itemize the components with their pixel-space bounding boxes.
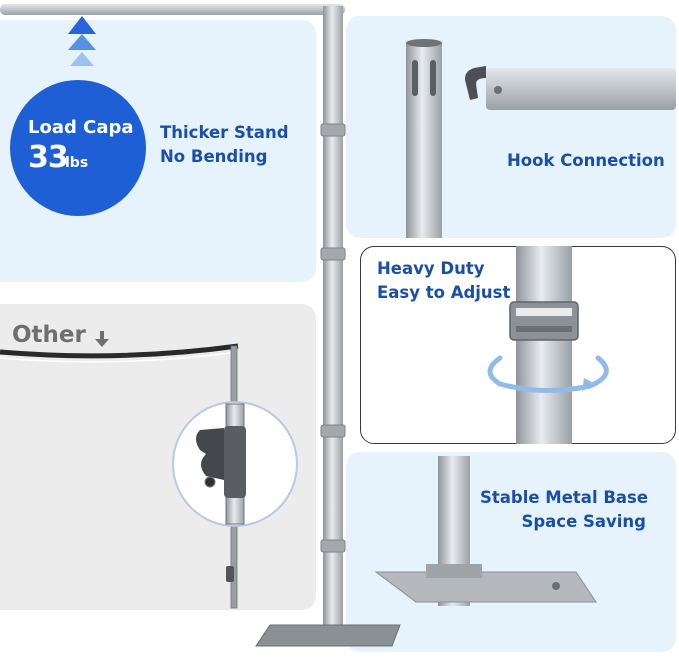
load-capacity-value: 33 bbox=[28, 140, 69, 175]
heavy-duty-line-2: Easy to Adjust bbox=[377, 283, 511, 302]
thicker-stand-line-1: Thicker Stand bbox=[160, 123, 289, 142]
load-capacity-unit: lbs bbox=[65, 155, 89, 171]
other-stand-illustration bbox=[0, 343, 298, 609]
other-label: Other bbox=[12, 322, 86, 348]
heavy-duty-label: Heavy Duty Easy to Adjust bbox=[377, 257, 510, 305]
triple-up-arrow-icon bbox=[68, 16, 96, 66]
heavy-duty-illustration bbox=[487, 246, 609, 444]
hook-connection-label: Hook Connection bbox=[507, 151, 665, 170]
down-arrow-icon bbox=[95, 331, 109, 347]
stand-base bbox=[255, 624, 401, 647]
stable-base-line-1: Stable Metal Base bbox=[480, 488, 649, 507]
stable-base-label: Stable Metal Base Space Saving bbox=[480, 486, 649, 534]
vertical-pole bbox=[323, 6, 343, 628]
stable-base-illustration bbox=[374, 456, 597, 606]
top-crossbar bbox=[0, 4, 345, 15]
hook-connection-panel bbox=[346, 16, 676, 238]
heavy-duty-line-1: Heavy Duty bbox=[377, 259, 485, 278]
rotation-arrow-icon bbox=[487, 355, 609, 393]
thicker-stand-line-2: No Bending bbox=[160, 147, 268, 166]
stable-base-panel bbox=[346, 452, 676, 652]
stable-base-line-2: Space Saving bbox=[521, 512, 646, 531]
load-capacity-badge: Load Capa 33 lbs bbox=[10, 80, 146, 216]
load-capacity-heading: Load Capa bbox=[28, 117, 134, 138]
hook-connection-illustration bbox=[406, 39, 676, 238]
thicker-stand-label: Thicker Stand No Bending bbox=[160, 121, 289, 169]
